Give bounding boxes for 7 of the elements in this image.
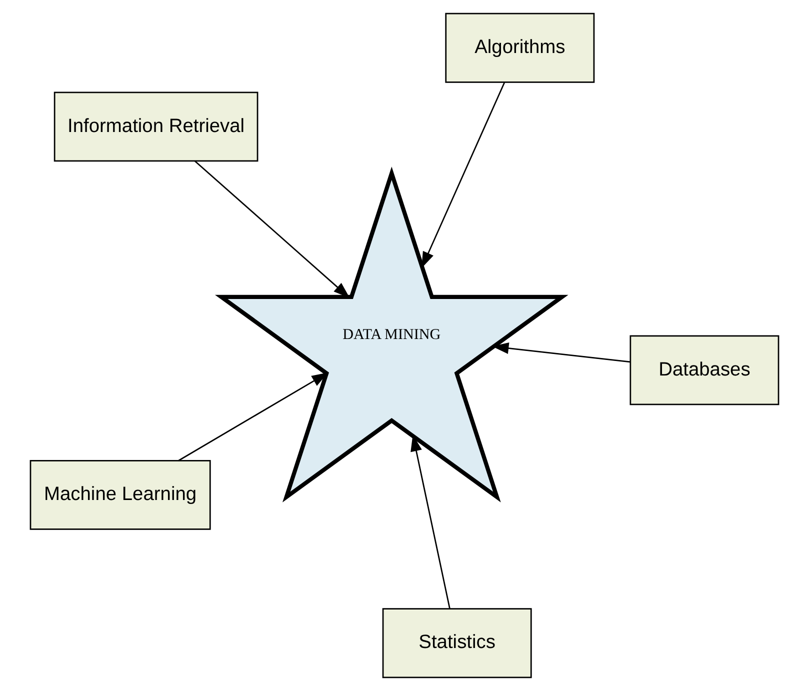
node-box: Databases bbox=[630, 335, 780, 406]
arrow bbox=[422, 82, 506, 268]
node-box: Information Retrieval bbox=[54, 92, 258, 162]
node-box: Statistics bbox=[382, 608, 532, 678]
node-box: Machine Learning bbox=[30, 460, 211, 530]
node-box: Algorithms bbox=[445, 12, 595, 83]
arrow bbox=[492, 342, 630, 363]
